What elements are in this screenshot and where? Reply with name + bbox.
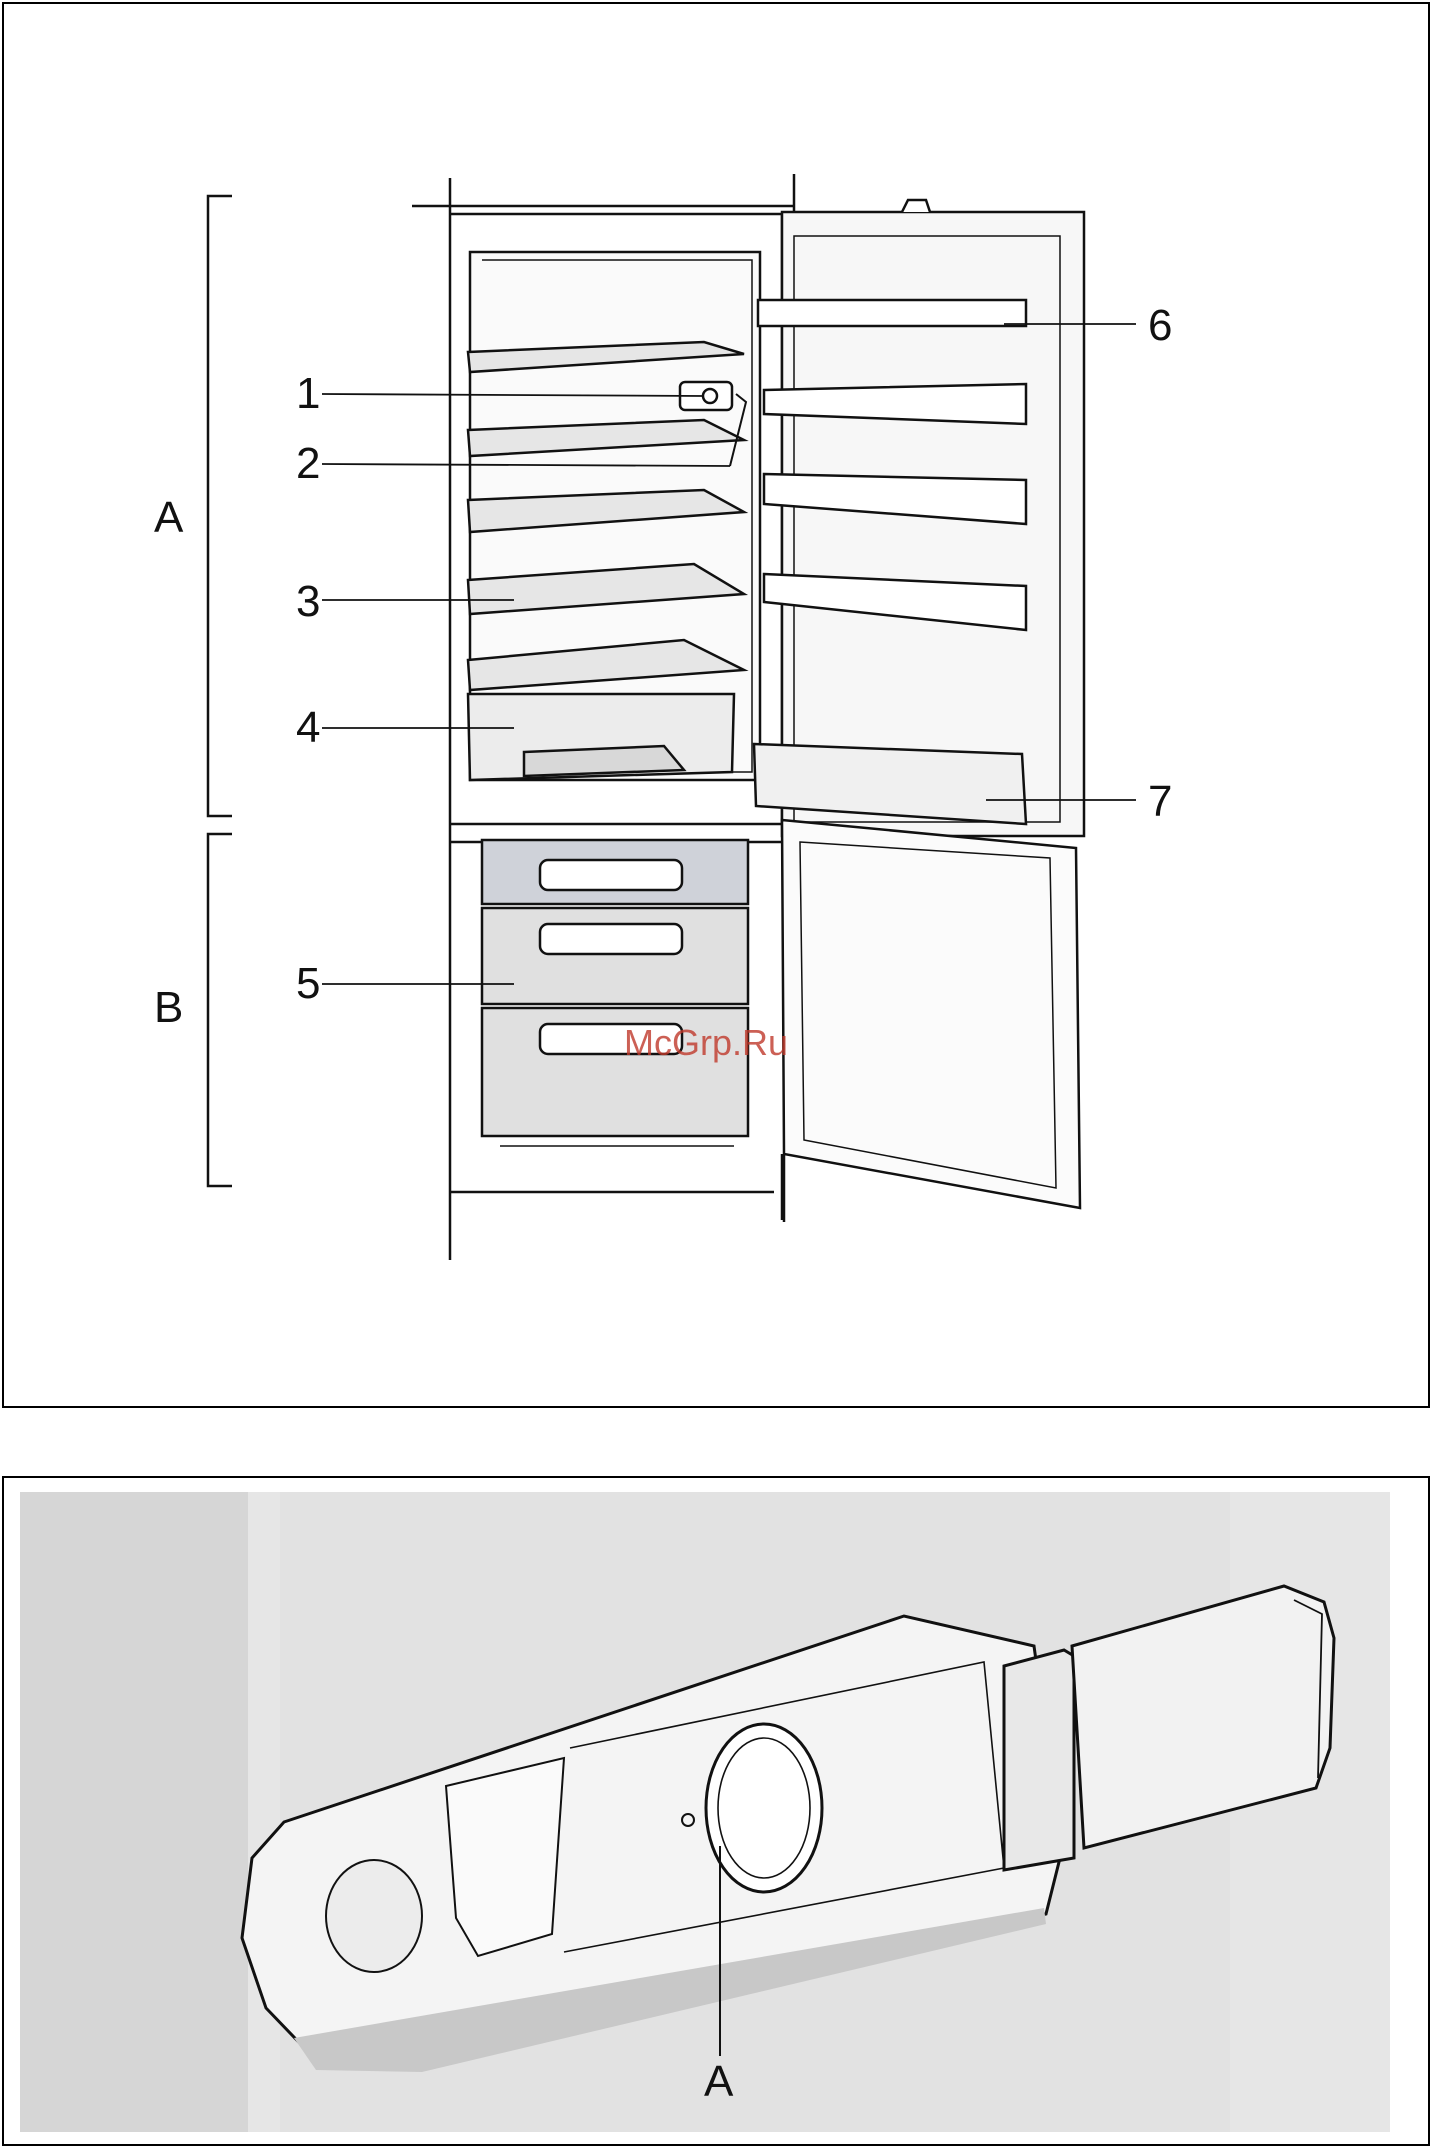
callout-3-shelf: 3 bbox=[296, 580, 320, 624]
temperature-control-illustration bbox=[4, 1478, 1432, 2148]
control-closeup-panel: A bbox=[2, 1476, 1430, 2146]
bracket-a bbox=[208, 196, 232, 816]
callout-5-freezer-drawers: 5 bbox=[296, 962, 320, 1006]
callout-1-temperature-control: 1 bbox=[296, 372, 320, 416]
section-label-b: B bbox=[154, 986, 183, 1030]
dial bbox=[706, 1724, 822, 1892]
callout-6-door-bin: 6 bbox=[1148, 304, 1172, 348]
freezer-drawers bbox=[482, 840, 748, 1146]
refrigerator-illustration bbox=[4, 4, 1432, 1410]
callout-2-light: 2 bbox=[296, 442, 320, 486]
callout-a-temperature-dial: A bbox=[704, 2060, 733, 2104]
section-label-a: A bbox=[154, 496, 183, 540]
callout-4-crisper: 4 bbox=[296, 706, 320, 750]
bracket-b bbox=[208, 834, 232, 1186]
fridge-overview-panel: A B 1 2 3 4 5 6 7 McGrp.Ru bbox=[2, 2, 1430, 1408]
callout-7-bottle-rack: 7 bbox=[1148, 780, 1172, 824]
watermark: McGrp.Ru bbox=[624, 1022, 788, 1064]
